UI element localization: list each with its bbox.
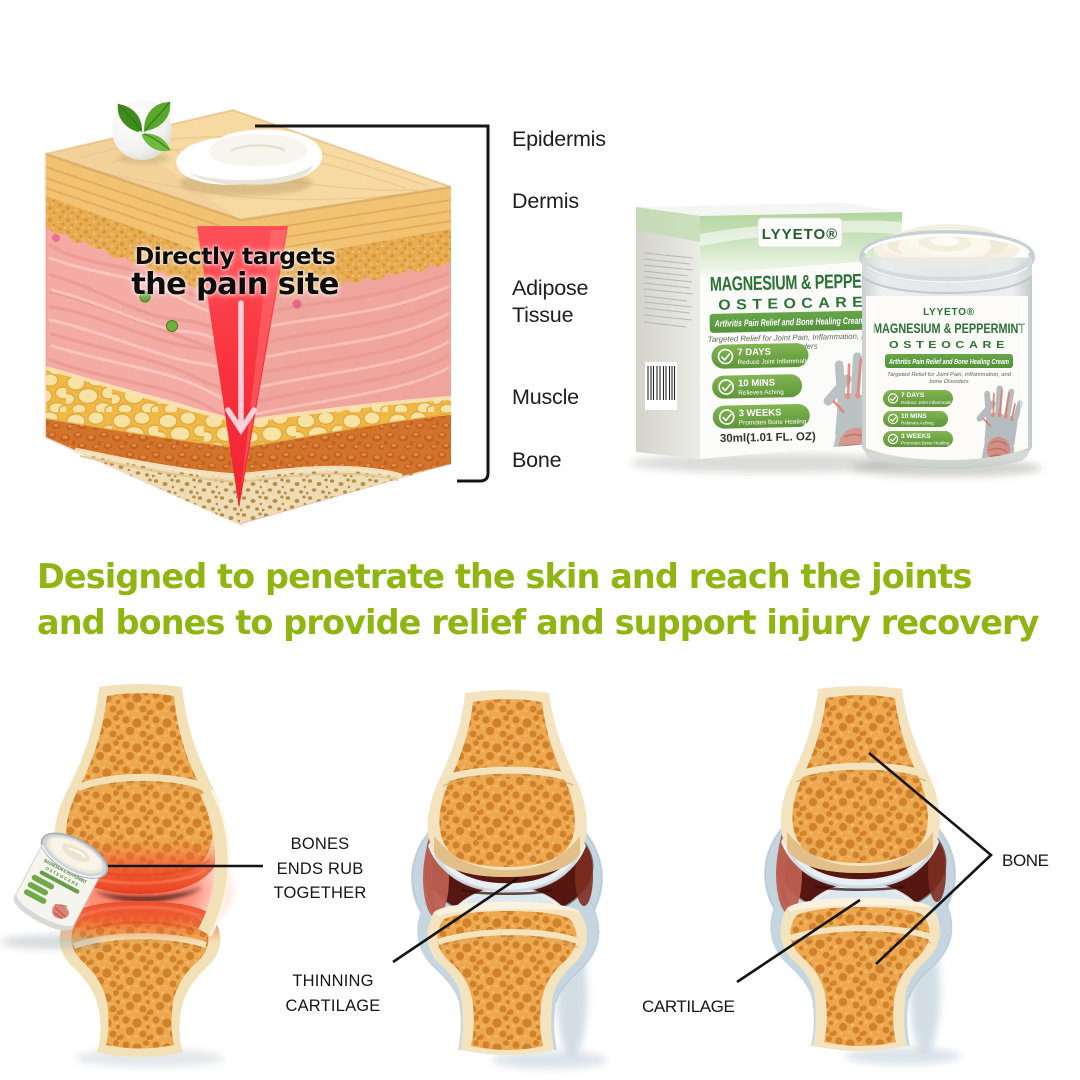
- skin-label-bone: Bone: [512, 448, 562, 472]
- bone-pointer-lines: [868, 752, 993, 965]
- pill3-duration: 3 WEEKS: [739, 407, 782, 419]
- jar-brand: LYYETO®: [923, 307, 975, 318]
- label-thinning-cartilage: THINNING CARTILAGE: [263, 969, 403, 1019]
- joint-bone-cartilage: [765, 686, 961, 1065]
- jar-pill2-effect: Relieves Aching: [901, 421, 934, 426]
- skin-label-muscle: Muscle: [512, 385, 579, 409]
- jar-tagline1: Targeted Relief for Joint Pain, Inflamma…: [887, 372, 1012, 378]
- cube-muscle-layer: [46, 415, 451, 476]
- pill1-effect: Reduce Joint Inflammation: [738, 358, 814, 367]
- skin-cube-illustration: [44, 100, 490, 527]
- jar-pill2-duration: 10 MINS: [901, 413, 927, 420]
- pill2-duration: 10 MINS: [738, 378, 775, 390]
- joint-thinning-cartilage: [412, 690, 608, 1069]
- box-volume: 30ml(1.01 FL. OZ): [720, 431, 816, 445]
- cube-overlay-line2: the pain site: [131, 267, 339, 302]
- pill1-duration: 7 DAYS: [737, 347, 771, 359]
- pill2-effect: Relieves Aching: [738, 389, 784, 397]
- jar-tagline2: bone Disorders: [929, 379, 968, 385]
- check-icon: [717, 348, 735, 425]
- label-thinning-line1: THINNING: [292, 972, 374, 990]
- leaf-ball: [112, 100, 172, 164]
- leaning-jar: [0, 823, 116, 949]
- box-tagline1: Targeted Relief for Joint Pain, Inflamma…: [708, 331, 875, 344]
- benefit-pills: 7 DAYS Reduce Joint Inflammation 10 MINS…: [711, 343, 814, 429]
- pointer-lines: [392, 752, 993, 984]
- cream-swatch: [176, 129, 323, 196]
- box-banner: Arthritis Pain Relief and Bone Healing C…: [714, 316, 865, 330]
- jar-pill3-duration: 3 WEEKS: [901, 433, 931, 440]
- label-bones-rub-line1: BONES: [290, 835, 350, 853]
- thinning-pointer-line: [392, 876, 519, 964]
- headline-line1: Designed to penetrate the skin and reach…: [37, 557, 972, 596]
- jar-label: LYYETO® MAGNESIUM & PEPPERMINT OSTEOCARE…: [866, 296, 1028, 460]
- label-thinning-line2: CARTILAGE: [285, 997, 381, 1015]
- box-subtitle: OSTEOCARE: [718, 295, 868, 314]
- cube-overlay-text: Directly targets the pain site: [110, 243, 360, 301]
- product-shot: LYYETO® MAGNESIUM & PEPPERMINT OSTEOCARE…: [630, 203, 1042, 477]
- pain-arrow: [197, 226, 288, 508]
- check-icon: [887, 393, 899, 445]
- label-bones-rub-line2: ENDS RUB: [276, 859, 364, 878]
- pill3-effect: Promotes Bone Healing: [739, 418, 807, 426]
- barcode: [645, 362, 677, 410]
- skin-label-dermis: Dermis: [512, 189, 579, 213]
- headline-line2: and bones to provide relief and support …: [37, 603, 1040, 642]
- cube-overlay-line1: Directly targets: [134, 242, 336, 270]
- label-bones-rub-line3: TOGETHER: [273, 884, 367, 902]
- skin-label-adipose: Adipose Tissue: [512, 276, 589, 327]
- jar-banner: Arthritis Pain Relief and Bone Healing C…: [888, 359, 1009, 366]
- label-cartilage: CARTILAGE: [642, 997, 735, 1016]
- jar-pill1-duration: 7 DAYS: [901, 392, 925, 399]
- skin-label-epidermis: Epidermis: [512, 127, 606, 151]
- cube-adipose-layer: [46, 368, 451, 448]
- box-brand: LYYETO®: [762, 226, 838, 243]
- jar-subtitle: OSTEOCARE: [889, 339, 1009, 351]
- jar-benefit-pills: 7 DAYS Reduce Joint Inflammation 10 MINS…: [883, 390, 956, 447]
- cartilage-pointer-line: [736, 898, 861, 984]
- headline: Designed to penetrate the skin and reach…: [37, 554, 1040, 646]
- layer-bracket: [255, 124, 490, 483]
- jar-pill1-effect: Reduce Joint Inflammation: [901, 400, 956, 405]
- product-jar: LYYETO® MAGNESIUM & PEPPERMINT OSTEOCARE…: [858, 224, 1036, 469]
- dermis-dots: [52, 234, 302, 332]
- cube-papillae-layer: [46, 196, 451, 305]
- label-bone: BONE: [1002, 851, 1049, 870]
- joints-illustration: MAGNESIUM & PEPPERMINT OSTEOCARE: [0, 640, 993, 1080]
- label-bones-rub: BONES ENDS RUB TOGETHER: [250, 832, 390, 906]
- cube-epidermis-layer: [46, 154, 451, 269]
- jar-title: MAGNESIUM & PEPPERMINT: [873, 321, 1026, 336]
- product-box: LYYETO® MAGNESIUM & PEPPERMINT OSTEOCARE…: [636, 203, 906, 459]
- jar-pill3-effect: Promotes Bone Healing: [901, 441, 950, 446]
